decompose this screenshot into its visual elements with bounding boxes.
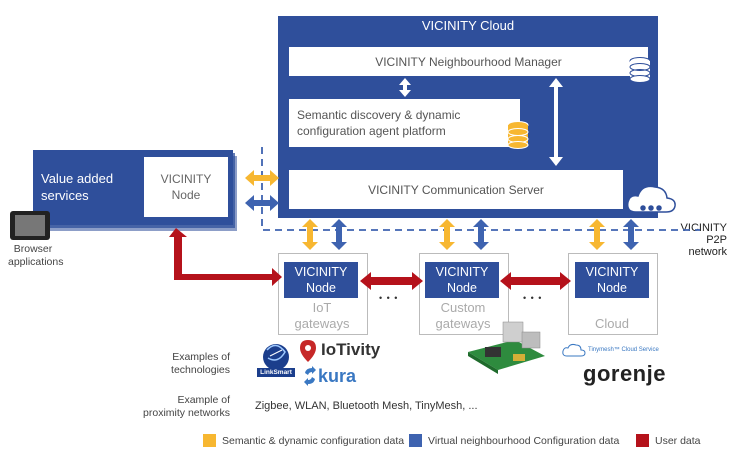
- services-cloud-blue-arrow: [245, 195, 279, 211]
- services-line-1: Value added: [41, 171, 114, 186]
- gorenje-logo-text: gorenje: [583, 361, 666, 386]
- iotivity-pin-icon: [300, 340, 316, 362]
- nm-semantic-arrow: [399, 78, 411, 97]
- custom-label-line-1: Custom: [440, 300, 486, 315]
- tech-line-2: technologies: [171, 364, 230, 376]
- legend-label-user-data: User data: [655, 435, 701, 447]
- ellipsis-1: • • •: [379, 293, 399, 303]
- kura-arrows-icon: [304, 366, 316, 386]
- custom-node-line-2: Node: [447, 281, 477, 295]
- cloud-label-line-1: Cloud: [595, 316, 629, 331]
- database-icon: [629, 57, 651, 83]
- tinymesh-cloud-icon: [562, 343, 586, 357]
- browser-line-1: Browser: [13, 243, 53, 255]
- p2p-line-2: P2P network: [688, 234, 727, 258]
- p2p-dashed-line: [261, 147, 700, 231]
- kura-logo-text: kura: [318, 366, 357, 386]
- prox-line-2: proximity networks: [143, 407, 230, 419]
- raspberry-pi-icon: [468, 321, 545, 374]
- browser-line-2: applications: [8, 256, 64, 268]
- linksmart-logo: [257, 344, 295, 377]
- legend-blue-swatch: [409, 434, 422, 447]
- p2p-line-1: VICINITY: [680, 222, 727, 234]
- communication-server-box: VICINITY Communication Server: [289, 170, 623, 209]
- cloud-gateway-label: Cloud: [568, 316, 656, 332]
- iotivity-logo-text: IoTivity: [321, 340, 381, 359]
- services-to-iot-red-arrow: [169, 228, 282, 286]
- services-vicinity-node: VICINITY Node: [144, 157, 228, 217]
- neighbourhood-manager-box: VICINITY Neighbourhood Manager: [289, 47, 648, 76]
- cloud-node-line-1: VICINITY: [585, 265, 639, 279]
- ellipsis-2: • • •: [523, 293, 543, 303]
- cloud-gateway-node: VICINITY Node: [575, 262, 649, 298]
- tech-line-1: Examples of: [172, 351, 230, 363]
- legend-red-swatch: [636, 434, 649, 447]
- tablet-icon: [10, 211, 50, 240]
- semantic-line-2: configuration agent platform: [297, 124, 446, 138]
- iot-node-line-1: VICINITY: [294, 265, 348, 279]
- cloud-internal-arrows: [399, 78, 563, 166]
- cloud-title: VICINITY Cloud: [421, 18, 515, 33]
- browser-applications-label: Browser applications: [8, 243, 64, 269]
- nm-comm-arrow: [549, 78, 563, 166]
- custom-label-line-2: gateways: [435, 316, 491, 331]
- cloud-network-icon: [626, 185, 676, 213]
- iot-node-line-2: Node: [306, 281, 336, 295]
- iot-gateway-node: VICINITY Node: [284, 262, 358, 298]
- semantic-discovery-box: Semantic discovery & dynamic configurati…: [289, 99, 520, 147]
- cloud-node-line-2: Node: [597, 281, 627, 295]
- examples-technologies-label: Examples of technologies: [150, 351, 230, 377]
- iot-custom-red-arrow: [360, 272, 423, 290]
- semantic-line-1: Semantic discovery & dynamic: [297, 108, 461, 122]
- services-node-line-2: Node: [171, 188, 201, 202]
- legend-yellow-swatch: [203, 434, 216, 447]
- custom-cloud-red-arrow: [500, 272, 571, 290]
- value-added-services-label: Value added services: [41, 170, 141, 204]
- legend-label-neighbourhood: Virtual neighbourhood Configuration data: [428, 435, 620, 447]
- services-node-line-1: VICINITY: [160, 172, 212, 186]
- cloud-gateway-arrows: [302, 219, 639, 250]
- database-icon: [507, 121, 529, 149]
- tinymesh-logo-text: Tinymesh™ Cloud Service: [588, 347, 659, 353]
- iot-label-line-2: gateways: [294, 316, 350, 331]
- linksmart-logo-text: LinkSmart: [260, 369, 292, 376]
- iot-label-line-1: IoT: [312, 300, 332, 315]
- user-data-arrows: [169, 228, 571, 290]
- services-cloud-yellow-arrow: [245, 170, 279, 186]
- services-line-2: services: [41, 188, 89, 203]
- prox-line-1: Example of: [177, 394, 230, 406]
- custom-gateway-node: VICINITY Node: [425, 262, 499, 298]
- examples-proximity-label: Example of proximity networks: [120, 394, 230, 420]
- custom-node-line-1: VICINITY: [435, 265, 489, 279]
- legend-label-semantic: Semantic & dynamic configuration data: [222, 435, 405, 447]
- p2p-network-label: VICINITY P2P network: [665, 222, 727, 258]
- proximity-networks-list: Zigbee, WLAN, Bluetooth Mesh, TinyMesh, …: [255, 400, 478, 412]
